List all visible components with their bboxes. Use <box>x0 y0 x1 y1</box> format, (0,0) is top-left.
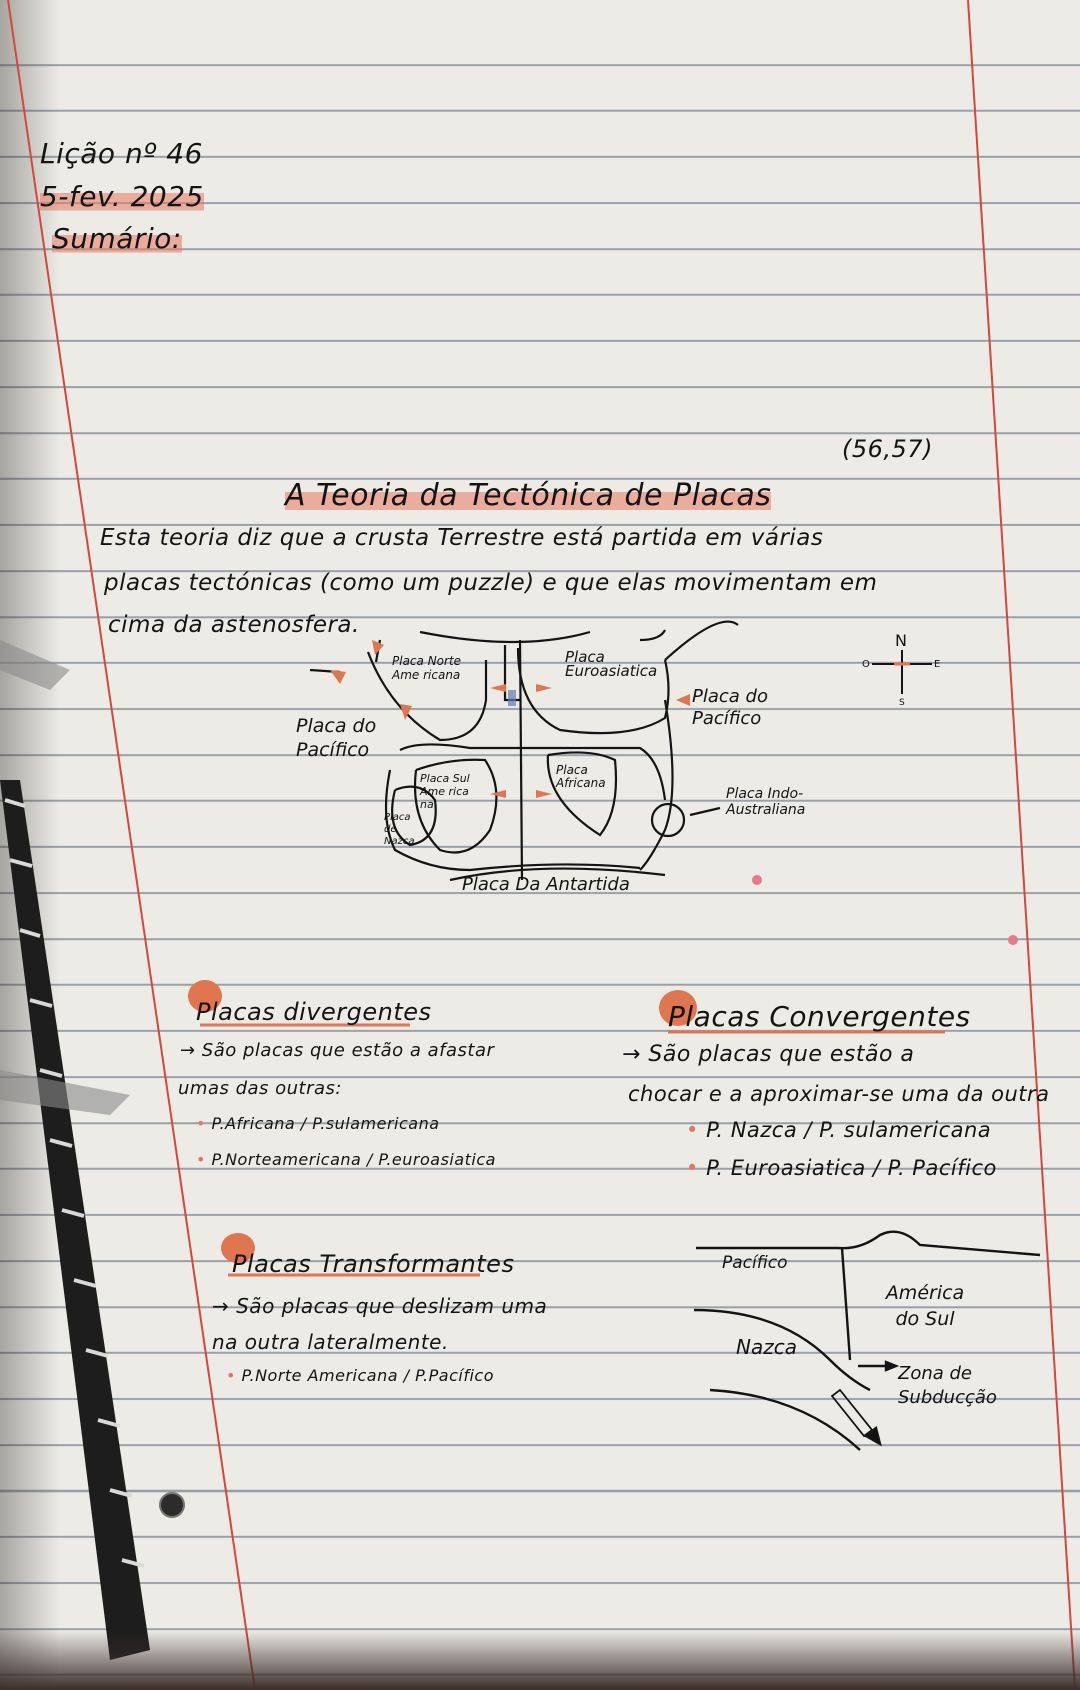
transform-example-1-text: P.Norte Americana / P.Pacífico <box>241 1366 494 1385</box>
map-label-north-american: Placa Norte Ame ricana <box>392 654 462 682</box>
transform-line-1: → São placas que deslizam uma <box>212 1294 548 1318</box>
compass-east: E <box>934 659 941 670</box>
divergent-line-2: umas das outras: <box>178 1078 342 1099</box>
map-label-south-american: Placa Sul Ame rica na <box>420 772 470 811</box>
heading-underlines <box>200 1023 945 1277</box>
convergent-heading: Placas Convergentes <box>668 1000 971 1033</box>
heading-markers <box>188 875 1018 1263</box>
transform-heading: Placas Transformantes <box>232 1250 515 1278</box>
intro-line-1: Esta teoria diz que a crusta Terrestre e… <box>100 525 824 551</box>
intro-line-3: cima da astenosfera. <box>108 612 360 638</box>
map-label-nazca: Placa de Nazca <box>384 812 415 847</box>
map-label-eurasian: Placa Euroasiatica <box>565 648 658 680</box>
map-label-antarctic: Placa Da Antartida <box>462 874 630 895</box>
right-margin-line <box>967 0 1076 1690</box>
divergent-line-1: → São placas que estão a afastar <box>180 1040 495 1061</box>
intro-line-2: placas tectónicas (como um puzzle) e que… <box>104 570 878 596</box>
convergent-line-1: → São placas que estão a <box>622 1042 915 1067</box>
divergent-heading: Placas divergentes <box>196 998 432 1026</box>
subduction-label-nazca: Nazca <box>736 1335 797 1359</box>
transform-line-2: na outra lateralmente. <box>212 1330 449 1354</box>
transform-example-1: • P.Norte Americana / P.Pacífico <box>226 1366 494 1385</box>
subduction-label-pacific: Pacífico <box>722 1253 788 1273</box>
divergent-example-1-text: P.Africana / P.sulamericana <box>211 1114 440 1133</box>
page-shadow-bottom <box>0 1630 1080 1690</box>
map-label-pacific-left: Placa do Pacífico <box>296 715 377 761</box>
page-title: A Teoria da Tectónica de Placas <box>285 478 772 513</box>
lesson-number: Lição nº 46 <box>40 137 203 170</box>
spiral-binding <box>0 640 185 1660</box>
subduction-diagram <box>693 1230 1041 1451</box>
map-label-african: Placa Africana <box>556 763 606 790</box>
compass-north: N <box>895 631 907 650</box>
compass-south: S <box>899 698 905 708</box>
left-margin-line <box>7 0 256 1690</box>
lesson-date: 5-fev. 2025 <box>40 180 204 213</box>
map-label-pacific-right: Placa do Pacífico <box>692 686 768 729</box>
divergent-example-2: • P.Norteamericana / P.euroasiatica <box>196 1150 496 1169</box>
summary-label: Sumário: <box>52 222 182 255</box>
punch-hole <box>159 1492 185 1518</box>
convergent-line-2: chocar e a aproximar-se uma da outra <box>628 1082 1050 1106</box>
divergent-example-1: • P.Africana / P.sulamericana <box>196 1114 440 1133</box>
convergent-example-1-text: P. Nazca / P. sulamericana <box>706 1118 992 1142</box>
plate-motion-arrows <box>330 640 690 798</box>
map-blue-mark <box>508 690 516 706</box>
convergent-example-1: • P. Nazca / P. sulamericana <box>686 1118 992 1142</box>
convergent-example-2: • P. Euroasiatica / P. Pacífico <box>686 1156 997 1180</box>
page-reference: (56,57) <box>842 435 933 463</box>
subduction-label-south-america: América do Sul <box>885 1282 965 1330</box>
map-label-indo-australian: Placa Indo-Australiana <box>726 786 806 818</box>
compass-west: O <box>862 659 870 670</box>
subduction-label-zone: Zona de Subducção <box>898 1363 997 1408</box>
compass-drawing <box>872 650 932 694</box>
divergent-example-2-text: P.Norteamericana / P.euroasiatica <box>211 1150 496 1169</box>
convergent-example-2-text: P. Euroasiatica / P. Pacífico <box>706 1156 997 1180</box>
